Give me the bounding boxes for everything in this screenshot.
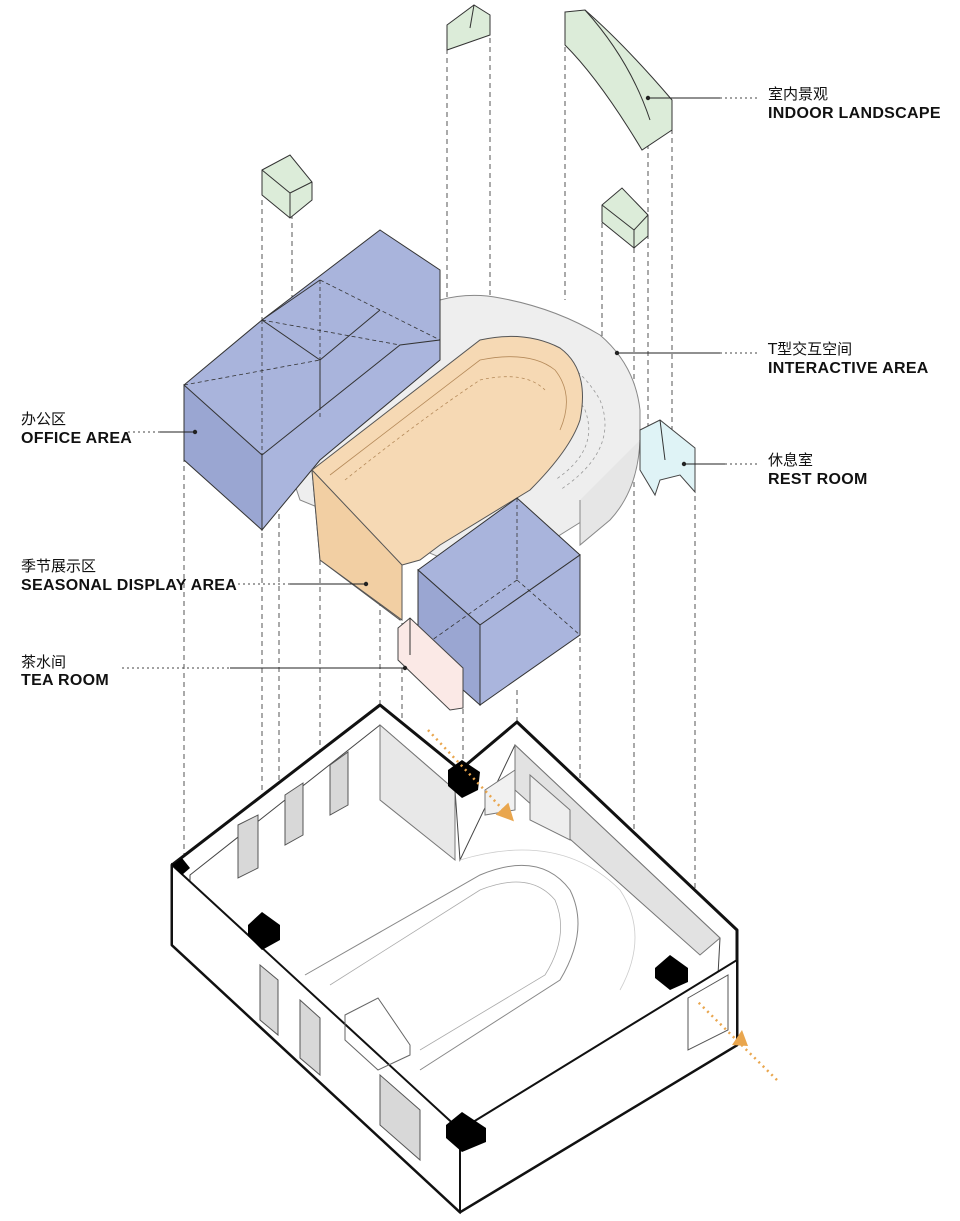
label-interactive-area-zh: T型交互空间 [767, 340, 852, 358]
indoor-landscape-blocks [261, 4, 673, 249]
label-interactive-area: T型交互空间 INTERACTIVE AREA [767, 340, 929, 377]
leader-lines [122, 95, 760, 671]
label-office-area-en: OFFICE AREA [21, 430, 132, 447]
entry-arrow-top [427, 729, 514, 822]
label-rest-room-zh: 休息室 [768, 451, 813, 469]
office-front-cube [417, 497, 581, 707]
label-seasonal-display-area-en: SEASONAL DISPLAY AREA [21, 577, 237, 594]
column-marker [172, 858, 190, 875]
label-tea-room-en: TEA ROOM [21, 672, 109, 689]
column-marker [448, 760, 480, 798]
label-rest-room: 休息室 REST ROOM [768, 451, 868, 488]
column-marker [655, 955, 688, 990]
column-marker [446, 1112, 486, 1152]
label-interactive-area-en: INTERACTIVE AREA [768, 360, 929, 377]
column-marker [248, 912, 280, 950]
tea-room-block [397, 617, 464, 711]
entry-arrow-right-head [732, 1030, 748, 1046]
seasonal-display-block [311, 335, 583, 621]
label-indoor-landscape-en: INDOOR LANDSCAPE [768, 105, 941, 122]
rest-room-block [639, 419, 696, 497]
label-indoor-landscape-zh: 室内景观 [768, 85, 828, 103]
office-area-block [183, 229, 441, 532]
label-tea-room: 茶水间 TEA ROOM [21, 653, 109, 689]
label-indoor-landscape: 室内景观 INDOOR LANDSCAPE [768, 85, 941, 122]
base-floor-shell [170, 703, 739, 1215]
label-seasonal-display-area: 季节展示区 SEASONAL DISPLAY AREA [21, 557, 237, 594]
label-seasonal-display-area-zh: 季节展示区 [21, 557, 96, 575]
label-office-area-zh: 办公区 [21, 410, 66, 428]
label-tea-room-zh: 茶水间 [21, 653, 66, 671]
label-office-area: 办公区 OFFICE AREA [21, 410, 132, 447]
entry-arrows [427, 729, 778, 1081]
label-rest-room-en: REST ROOM [768, 471, 868, 488]
